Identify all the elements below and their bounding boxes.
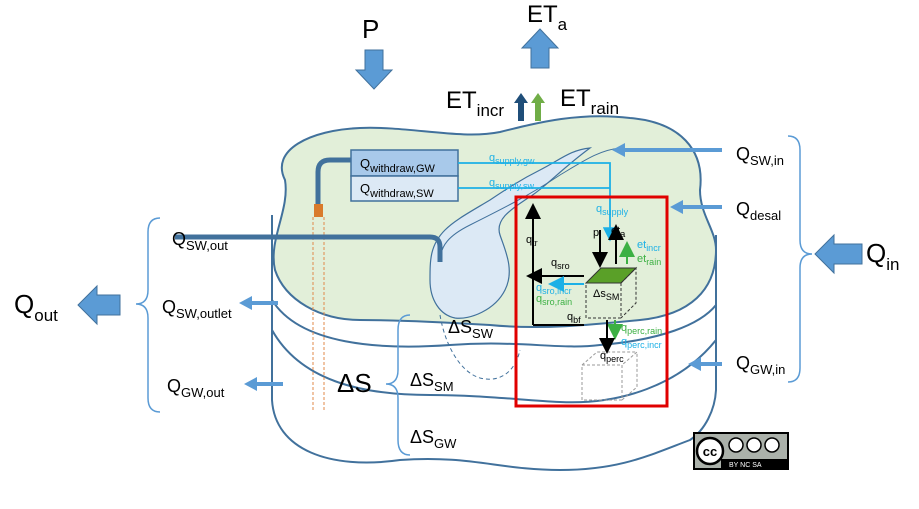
q-gw-out-label: QGW,out: [167, 376, 225, 400]
river: [429, 147, 593, 319]
et-a-label: eta: [611, 225, 625, 239]
q-gw-in-arrow: [688, 357, 722, 371]
arrow-up-icon: [520, 28, 560, 69]
et-rain-label: etrain: [637, 253, 661, 267]
q-sw-out-label: QSW,out: [172, 229, 228, 253]
et-a-main-label: ETa: [527, 1, 568, 34]
sw-withdrawal-pipe: [175, 234, 443, 262]
ds-sw-label: ΔSSW: [448, 317, 494, 341]
q-bf-label: qbf: [567, 311, 581, 325]
ds-gw-label: ΔSGW: [410, 427, 457, 451]
q-in-arrow: [814, 233, 863, 275]
q-sro-incr-label: qsro,incr: [536, 282, 572, 296]
supply-lines: [458, 162, 618, 242]
et-rain-arrow: [531, 93, 545, 121]
q-out-brace: [135, 217, 161, 413]
withdraw-gw-box: [350, 149, 459, 177]
q-gw-out-arrow: [244, 377, 283, 391]
groundwater-cell: [581, 351, 639, 401]
ds-sm-label: ΔSSM: [410, 370, 454, 394]
svg-text:BY NC SA: BY NC SA: [729, 462, 762, 469]
groundwater-well: [312, 157, 355, 410]
soil-moisture-cell: [584, 266, 638, 319]
arrow-down-icon: [354, 49, 394, 90]
q-sro-label: qsro: [551, 257, 570, 271]
q-supply-label: qsupply: [596, 203, 629, 217]
river-channel: [439, 147, 621, 263]
p-main-label: P: [362, 14, 379, 44]
q-perc-rain-label: qperc,rain: [621, 322, 662, 336]
q-desal-label: Qdesal: [736, 199, 781, 223]
q-supply-gw: qsupply,gw: [489, 152, 535, 166]
withdraw-gw-label: Qwithdraw,GW: [360, 156, 436, 175]
ds-main-label: ΔS: [337, 368, 372, 398]
q-tr-label: qtr: [526, 234, 538, 248]
ds-sm-cell-label: ΔsSM: [593, 288, 619, 302]
q-sw-outlet-label: QSW,outlet: [162, 297, 232, 321]
et-incr-arrow: [514, 93, 528, 121]
q-supply-sw: qsupply,sw: [489, 177, 534, 191]
et-rain-main-label: ETrain: [560, 85, 619, 118]
soil-column-highlight: [514, 195, 669, 408]
internal-fluxes: [525, 203, 635, 354]
q-in-label: Qin: [866, 238, 899, 274]
et-incr-label: etincr: [637, 239, 661, 253]
et-incr-main-label: ETincr: [446, 87, 504, 120]
q-perc-incr-label: qperc,incr: [621, 336, 662, 350]
q-perc-label: qperc: [600, 350, 624, 364]
svg-text:cc: cc: [703, 444, 717, 459]
q-desal-arrow: [670, 200, 722, 214]
q-in-brace: [787, 135, 813, 383]
q-gw-in-label: QGW,in: [736, 353, 785, 377]
q-sw-outlet-arrow: [239, 296, 278, 310]
sw-storage-dashed: [439, 314, 521, 380]
q-sw-in-arrow: [612, 143, 722, 157]
creative-commons-icon: cc BY NC SA: [693, 432, 789, 470]
p-label: p: [593, 227, 599, 239]
ds-brace: [385, 314, 411, 456]
arrow-left-icon: [77, 284, 121, 326]
q-sro-rain-label: qsro,rain: [536, 293, 572, 307]
withdraw-sw-label: Qwithdraw,SW: [360, 181, 434, 200]
q-out-label: Qout: [14, 289, 58, 325]
q-sw-in-label: QSW,in: [736, 144, 784, 168]
